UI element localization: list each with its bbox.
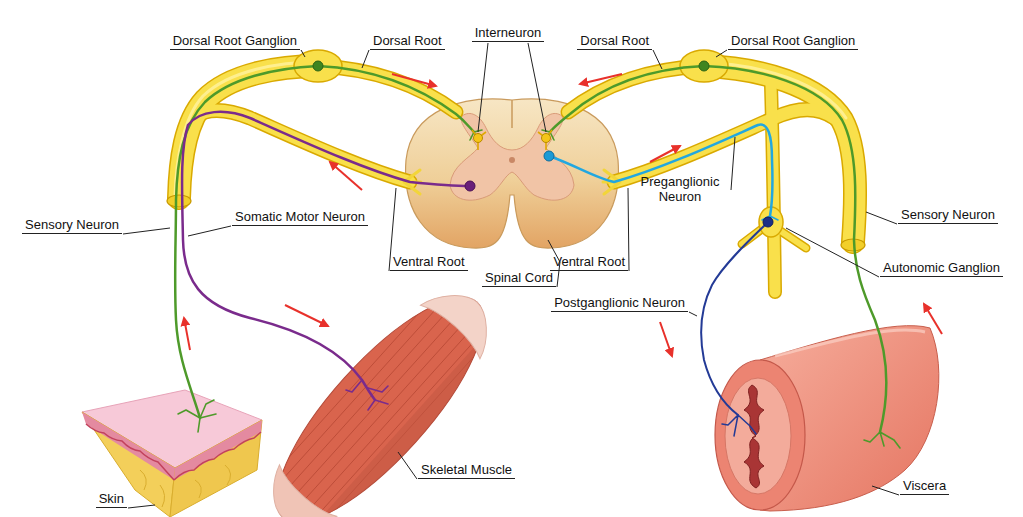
nerve-fill [179, 66, 318, 198]
postganglionic-cell-body [763, 217, 773, 227]
preganglionic-neuron [549, 125, 772, 216]
sensory-cell-body [313, 61, 323, 71]
muscle-striations [260, 282, 447, 490]
leader-line [528, 43, 546, 132]
part-label: Dorsal Root [370, 33, 445, 50]
part-label: Autonomic Ganglion [880, 260, 1003, 277]
part-label: Dorsal Root Ganglion [170, 33, 300, 50]
part-label: Ventral Root [390, 254, 468, 271]
interneuron-cell [474, 134, 483, 143]
sensory-endings [864, 432, 900, 448]
preganglionic-cell-body [544, 151, 554, 161]
direction-arrow [330, 162, 362, 190]
motor-neuron [182, 112, 470, 400]
sensory-neuron [175, 66, 474, 418]
interneuron-cell [542, 134, 551, 143]
central-canal [509, 157, 515, 163]
interneuron-dendrites [472, 130, 552, 150]
viscera-cut-face [715, 360, 805, 510]
part-label: Ventral Root [550, 254, 628, 271]
white-matter [406, 99, 619, 248]
leader-line [128, 505, 155, 508]
nerve-outline [179, 66, 855, 292]
leader-line [872, 486, 899, 495]
leader-line [716, 50, 727, 57]
dermal-papillae [174, 432, 261, 480]
leader-line [653, 50, 662, 69]
dorsal-sulcus [511, 100, 513, 128]
skin-block [82, 390, 262, 517]
postganglionic-neuron [701, 222, 768, 415]
cell-bodies [313, 61, 773, 227]
part-label: Sensory Neuron [22, 217, 122, 234]
part-label: Interneuron [472, 25, 545, 42]
direction-arrows [184, 74, 942, 356]
leader-line [786, 228, 879, 277]
part-label: Skeletal Muscle [418, 462, 515, 479]
skin-dermis [174, 420, 262, 480]
part-label: Viscera [900, 478, 949, 495]
part-label: Sensory Neuron [898, 207, 998, 224]
leader-line [731, 137, 735, 190]
leader-line [301, 50, 305, 57]
motor-cell-body [465, 181, 475, 191]
part-label: Postganglionic Neuron [551, 295, 688, 312]
viscera-mucosa [725, 378, 791, 494]
nerve-fill [179, 66, 855, 292]
sensory-cell-body [699, 61, 709, 71]
skin-dermis [82, 412, 175, 480]
tendon [421, 275, 507, 358]
part-label: Somatic Motor Neuron [232, 209, 368, 226]
motor-end-plates [346, 380, 388, 410]
direction-arrow [650, 146, 680, 162]
part-label: Preganglionic Neuron [632, 174, 728, 205]
viscera-lumen [744, 385, 764, 488]
leader-line [628, 188, 629, 271]
leader-line [689, 312, 697, 316]
leader-line [123, 228, 170, 234]
leader-line [478, 43, 488, 132]
direction-arrow [660, 322, 672, 356]
leader-line [362, 50, 369, 68]
direction-arrow [580, 74, 622, 84]
sensory-neuron [550, 66, 886, 432]
tendon [255, 465, 337, 517]
skin-fat [170, 420, 262, 517]
direction-arrow [924, 304, 942, 334]
fat-lobules [140, 465, 231, 507]
part-label: Dorsal Root Ganglion [728, 33, 858, 50]
direction-arrow [184, 318, 190, 350]
neurons [175, 66, 900, 448]
leader-line [188, 226, 231, 236]
spinal-cord [406, 99, 619, 248]
part-label: Skin [96, 491, 127, 508]
skin-fat [82, 412, 175, 517]
leader-lines [123, 43, 899, 508]
part-label: Dorsal Root [577, 33, 652, 50]
direction-arrow [285, 305, 328, 326]
muscle-striations [289, 309, 476, 517]
postganglionic-endings [722, 415, 756, 436]
nerve-fill [704, 66, 855, 242]
leader-line [866, 212, 897, 224]
part-label: Spinal Cord [482, 270, 556, 287]
nerve-highlight [175, 62, 318, 196]
skeletal-muscle [247, 270, 514, 517]
leader-line [398, 452, 417, 479]
direction-arrow [392, 74, 436, 86]
muscle-belly [247, 270, 512, 517]
viscera-highlight [775, 330, 925, 356]
dermal-papillae [86, 424, 174, 480]
nerves [175, 62, 855, 292]
sensory-endings [178, 400, 216, 432]
nerve-cut-end [167, 195, 191, 207]
